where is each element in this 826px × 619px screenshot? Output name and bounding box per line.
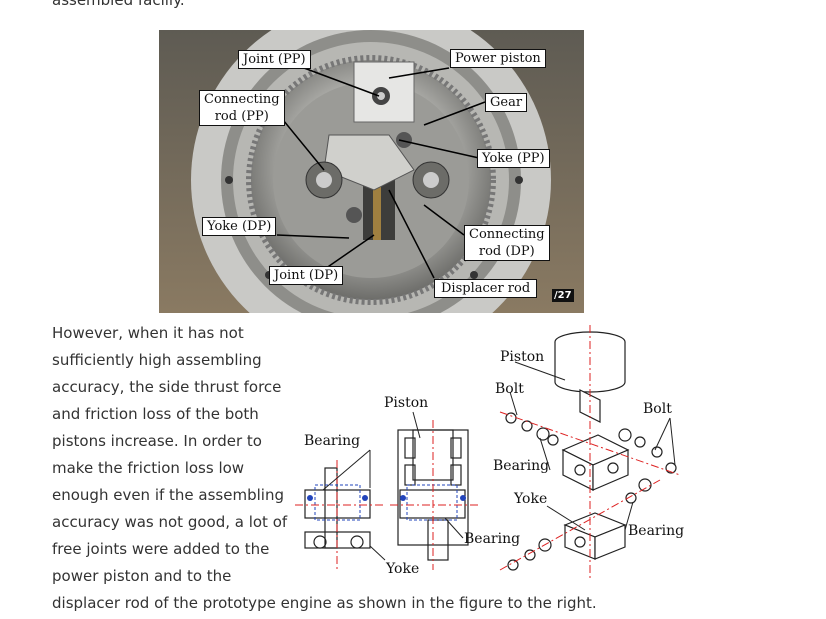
label-joint-dp: Joint (DP) [269,266,344,285]
paragraph-line: accuracy was not good, a lot of [52,513,288,531]
diagram-label-bearing-right: Bearing [628,523,685,539]
label-yoke-dp: Yoke (DP) [202,217,277,236]
diagram-label-bolt-right: Bolt [643,401,672,417]
free-joint-diagram: Piston Bolt Piston Bolt Bearing Bearing … [295,320,695,582]
label-connecting-rod-dp: Connecting rod (DP) [464,225,550,261]
label-connecting-rod-pp: Connecting rod (PP) [199,90,285,126]
diagram-label-piston-top: Piston [500,349,545,365]
paragraph-line: sufficiently high assembling [52,351,262,369]
label-yoke-pp: Yoke (PP) [477,149,550,168]
paragraph-line: and friction loss of the both [52,405,259,423]
label-displacer-rod: Displacer rod [434,279,538,298]
paragraph-line: power piston and to the [52,567,232,585]
paragraph-line: free joints were added to the [52,540,270,558]
slide-number: /27 [552,289,574,302]
engine-mechanism-photo: Joint (PP) Power piston Connecting rod (… [159,30,584,313]
paragraph-line: make the friction loss low [52,459,245,477]
paragraph-line: enough even if the assembling [52,486,284,504]
diagram-label-bearing-bottom: Bearing [464,531,521,547]
diagram-label-bearing-mid: Bearing [493,458,550,474]
diagram-label-yoke-bottom: Yoke [386,561,420,577]
diagram-label-bearing-left: Bearing [304,433,361,449]
label-joint-pp: Joint (PP) [238,50,311,69]
previous-paragraph-fragment: assembled facilly. [52,0,185,9]
paragraph-line: pistons increase. In order to [52,432,262,450]
diagram-label-piston-section: Piston [384,395,429,411]
diagram-label-yoke-right: Yoke [514,491,548,507]
paragraph-line: displacer rod of the prototype engine as… [52,594,597,612]
label-power-piston: Power piston [450,49,546,68]
paragraph-line: accuracy, the side thrust force [52,378,282,396]
paragraph-line: However, when it has not [52,324,244,342]
diagram-label-bolt-left: Bolt [495,381,524,397]
label-gear: Gear [485,93,528,112]
free-joint-diagram-graphic [295,325,681,580]
engine-photo-graphic [159,30,584,313]
